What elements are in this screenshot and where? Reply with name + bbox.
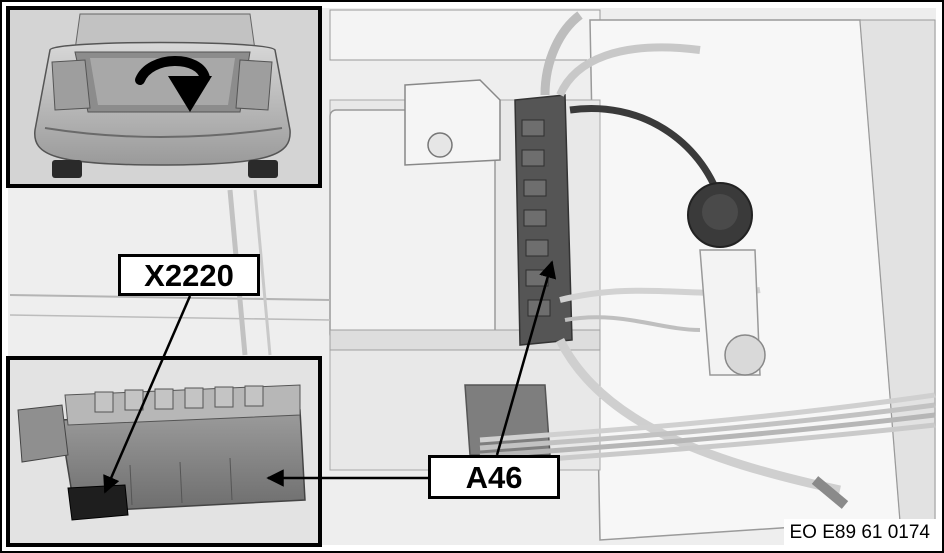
callout-a46-label: A46 xyxy=(428,455,560,499)
callout-x2220-label: X2220 xyxy=(118,254,260,296)
rotate-down-arrow-icon xyxy=(135,56,212,112)
inset-module-detail xyxy=(6,356,322,547)
leader-arrow-icon xyxy=(103,260,557,494)
inset-vehicle-view xyxy=(6,6,322,188)
drawing-reference-number: EO E89 61 0174 xyxy=(783,519,936,547)
